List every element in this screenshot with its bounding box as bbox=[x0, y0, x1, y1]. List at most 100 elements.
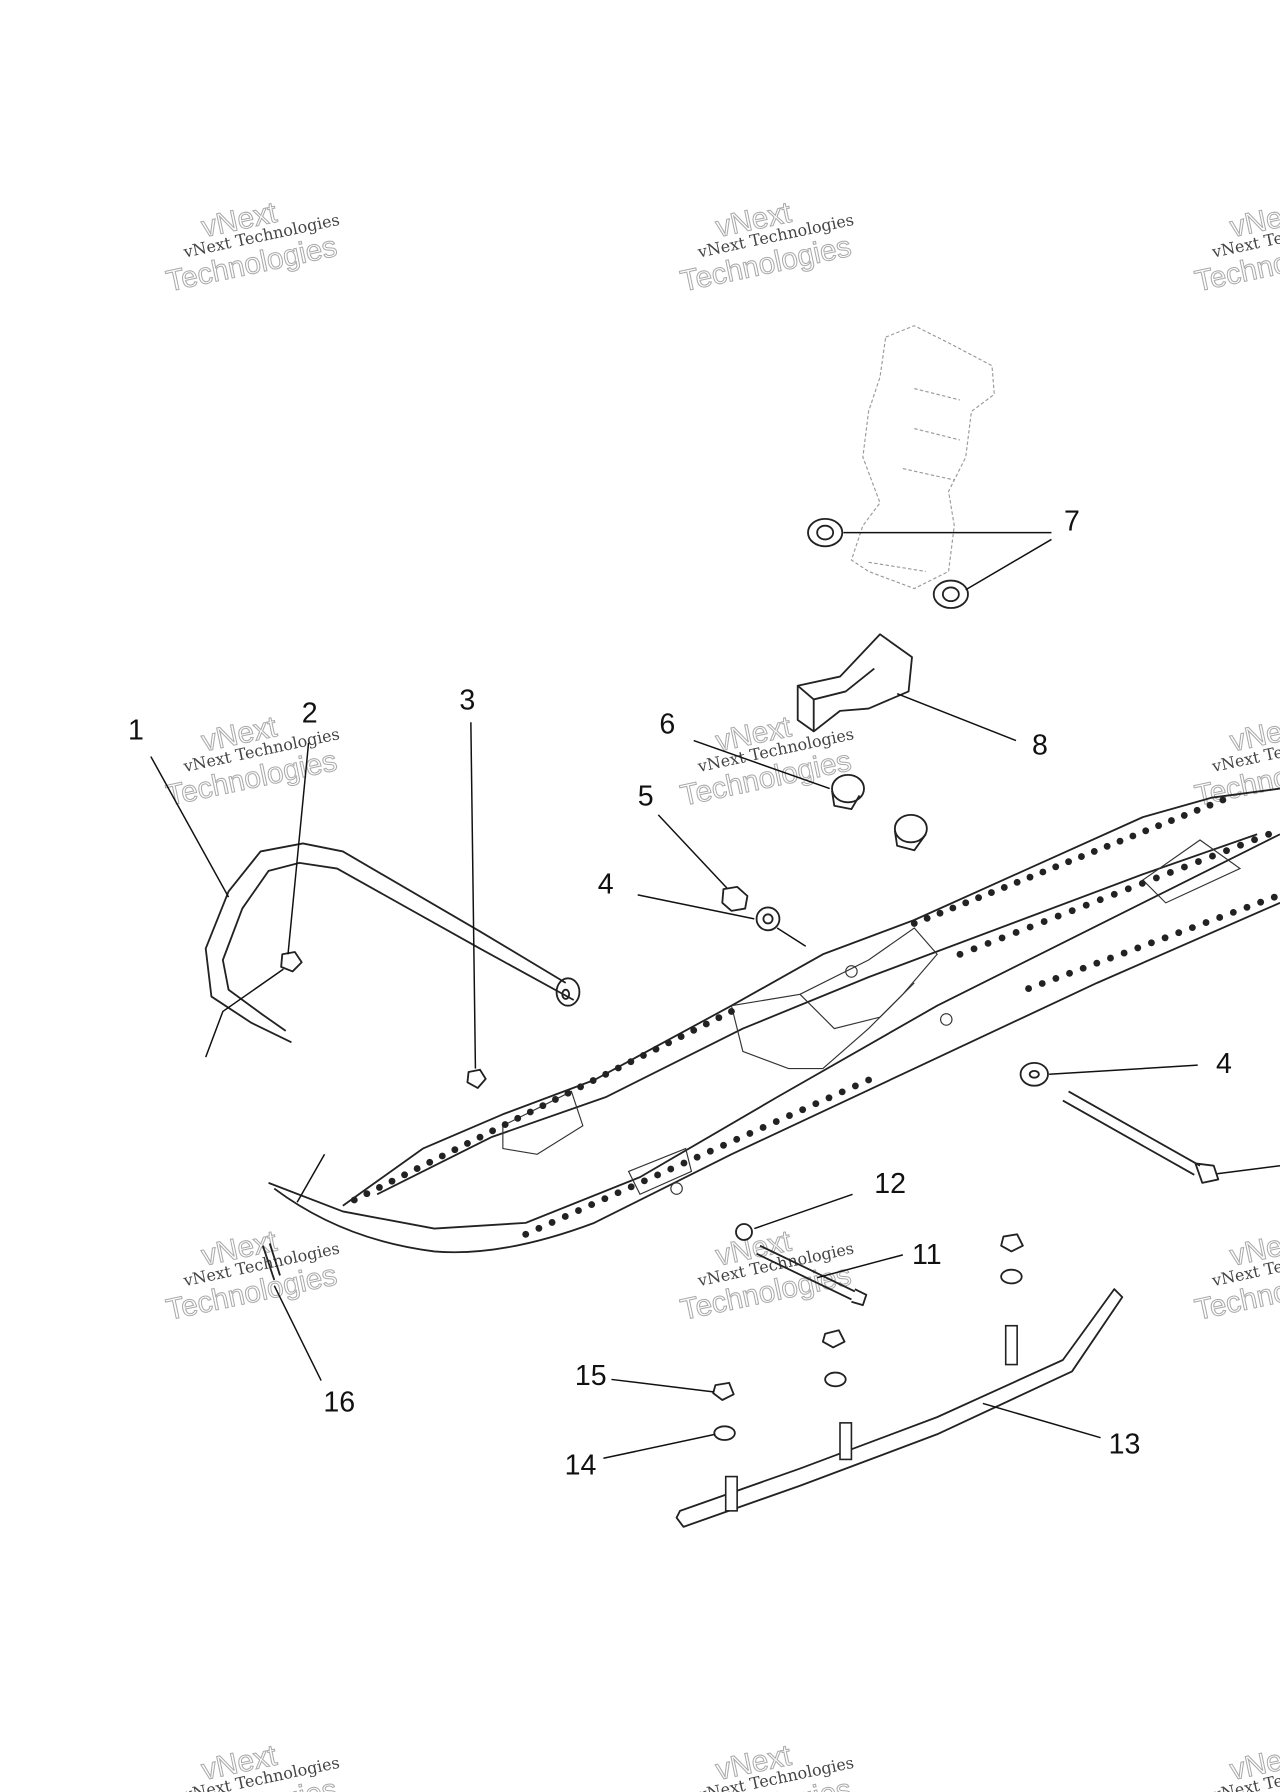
ski-stud-mark bbox=[1025, 985, 1032, 992]
callout-4: 4 bbox=[598, 869, 614, 901]
ski-stud-mark bbox=[614, 1189, 622, 1197]
ski-stud-mark bbox=[970, 945, 978, 953]
ski-stud-mark bbox=[614, 1064, 622, 1072]
skag-13 bbox=[261, 1233, 1124, 1528]
ski-stud-mark bbox=[1134, 944, 1142, 952]
callout-15: 15 bbox=[575, 1360, 607, 1392]
ski-stud-mark bbox=[451, 1146, 459, 1154]
ski-stud-mark bbox=[589, 1077, 597, 1084]
spindle-ghost bbox=[850, 325, 995, 590]
ski-stud-mark bbox=[1052, 974, 1060, 982]
ski-stud-mark bbox=[1065, 858, 1072, 866]
ski-stud-mark bbox=[706, 1147, 714, 1155]
ski-stud-mark bbox=[1026, 923, 1034, 931]
ski-stud-mark bbox=[1270, 893, 1278, 901]
ski-stud-mark bbox=[1142, 827, 1150, 835]
ski-stud-mark bbox=[1013, 878, 1021, 886]
ski-stud-mark bbox=[733, 1135, 741, 1143]
ski-stud-mark bbox=[1152, 874, 1160, 882]
ski-stud-mark bbox=[426, 1158, 434, 1166]
ski-stud-mark bbox=[350, 1196, 358, 1204]
callout-14: 14 bbox=[565, 1449, 597, 1481]
ski-stud-mark bbox=[720, 1141, 727, 1149]
ski-stud-mark bbox=[464, 1140, 471, 1147]
ski-stud-mark bbox=[1180, 812, 1188, 819]
callout-1: 1 bbox=[128, 714, 144, 746]
ski-stud-mark bbox=[1237, 841, 1244, 849]
ski-stud-mark bbox=[1206, 801, 1214, 809]
ski-stud-mark bbox=[1110, 890, 1118, 898]
ski-stud-mark bbox=[680, 1159, 688, 1167]
bushing-7 bbox=[807, 517, 969, 609]
ski-stud-mark bbox=[1040, 918, 1048, 925]
callout-13: 13 bbox=[1109, 1429, 1141, 1461]
ski-stud-mark bbox=[1082, 901, 1090, 909]
callout-7: 7 bbox=[1064, 505, 1080, 537]
ski-stud-mark bbox=[677, 1033, 685, 1040]
callout-2: 2 bbox=[302, 697, 318, 729]
ski-stud-mark bbox=[363, 1190, 371, 1198]
ski-stud-mark bbox=[851, 1082, 859, 1090]
ski-stud-mark bbox=[652, 1045, 660, 1053]
ski-stud-mark bbox=[640, 1052, 647, 1059]
ski-stud-mark bbox=[1223, 847, 1230, 855]
ski-stud-mark bbox=[501, 1121, 509, 1128]
ski-stud-mark bbox=[561, 1213, 569, 1220]
ski-stud-mark bbox=[936, 909, 944, 917]
ski-stud-mark bbox=[1155, 822, 1162, 830]
ski-stud-mark bbox=[413, 1165, 421, 1172]
callout-6: 6 bbox=[659, 709, 675, 741]
ski-stud-mark bbox=[715, 1014, 723, 1022]
ski-stud-mark bbox=[376, 1184, 383, 1191]
ski-stud-mark bbox=[799, 1106, 807, 1114]
ski-stud-mark bbox=[1195, 858, 1202, 865]
ski-stud-mark bbox=[998, 934, 1006, 942]
ski-stud-mark bbox=[1012, 929, 1020, 936]
ski-stud-mark bbox=[577, 1083, 584, 1091]
ski-stud-mark bbox=[956, 950, 964, 958]
callout-4b: 4 bbox=[1216, 1048, 1232, 1080]
ski-stud-mark bbox=[728, 1008, 735, 1015]
ski-stud-mark bbox=[1168, 817, 1175, 824]
ski-stud-mark bbox=[654, 1171, 662, 1179]
ski-stud-mark bbox=[1251, 836, 1258, 844]
ski-stud-mark bbox=[602, 1070, 610, 1078]
ski-stud-mark bbox=[975, 894, 982, 902]
ski-stud-mark bbox=[1096, 896, 1104, 904]
ski-stud-mark bbox=[514, 1114, 522, 1122]
ski-stud-mark bbox=[984, 939, 992, 947]
ski-stud-mark bbox=[1090, 848, 1098, 855]
ski-stud-mark bbox=[1209, 852, 1216, 860]
ski-stud-mark bbox=[759, 1124, 767, 1131]
ski-stud-mark bbox=[702, 1020, 710, 1028]
callout-12: 12 bbox=[874, 1168, 906, 1200]
ski-stud-mark bbox=[535, 1224, 543, 1232]
ski-stud-mark bbox=[988, 889, 995, 896]
callout-16: 16 bbox=[323, 1386, 355, 1418]
ski-stud-mark bbox=[1265, 830, 1272, 838]
ski-stud-mark bbox=[1026, 873, 1034, 881]
ski-stud-mark bbox=[1129, 832, 1137, 840]
ski-stud-mark bbox=[1000, 884, 1008, 891]
spindle-bumper-8 bbox=[796, 633, 913, 733]
ski-stud-mark bbox=[865, 1076, 872, 1084]
ski-stud-mark bbox=[640, 1177, 648, 1185]
ski-stud-mark bbox=[812, 1100, 820, 1108]
ski-stud-mark bbox=[1193, 806, 1201, 814]
ski-stud-mark bbox=[539, 1102, 547, 1110]
ski-stud-mark bbox=[1039, 868, 1047, 876]
ski-stud-mark bbox=[1166, 869, 1174, 876]
ski-stud-mark bbox=[1148, 939, 1155, 947]
ski-stud-mark bbox=[627, 1058, 635, 1066]
ski-stud-mark bbox=[1138, 879, 1146, 887]
ski-stud-mark bbox=[746, 1129, 754, 1137]
ski-stud-mark bbox=[1116, 837, 1124, 845]
